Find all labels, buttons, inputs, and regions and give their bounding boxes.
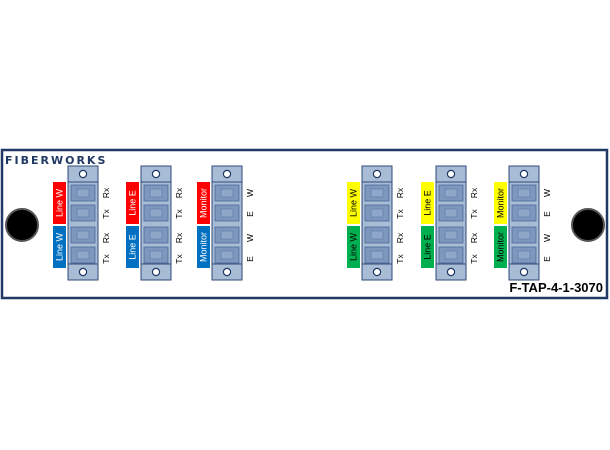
port-label: Tx <box>395 254 405 264</box>
tag-label: Line E <box>423 190 433 216</box>
port-ferrule-icon <box>149 188 163 198</box>
part-number: F-TAP-4-1-3070 <box>509 280 603 295</box>
tag-label: Line E <box>128 190 138 216</box>
port-ferrule-icon <box>149 230 163 240</box>
tag-blue <box>126 226 139 268</box>
port-label: Tx <box>101 254 111 264</box>
port-ferrule-icon <box>370 208 384 218</box>
screw-icon <box>372 267 382 277</box>
port-ferrule-icon <box>149 250 163 260</box>
port-ferrule-icon <box>444 208 458 218</box>
tag-label: Line E <box>423 234 433 260</box>
tag-green <box>347 226 360 268</box>
port-ferrule-icon <box>76 230 90 240</box>
tag-label: Line W <box>55 232 65 261</box>
port-label: E <box>245 211 255 217</box>
port-label: Rx <box>101 232 111 243</box>
tag-red <box>53 182 66 224</box>
port-ferrule-icon <box>370 188 384 198</box>
port-ferrule-icon <box>370 250 384 260</box>
tag-label: Monitor <box>199 188 209 218</box>
screw-icon <box>222 169 232 179</box>
screw-icon <box>222 267 232 277</box>
tag-red <box>197 182 210 224</box>
mounting-hole-left <box>5 208 39 242</box>
screw-icon <box>446 267 456 277</box>
port-ferrule-icon <box>220 208 234 218</box>
tag-yellow <box>421 182 434 224</box>
port-label: E <box>542 211 552 217</box>
port-ferrule-icon <box>370 230 384 240</box>
port-label: Tx <box>174 254 184 264</box>
tag-blue <box>197 226 210 268</box>
tag-label: Line W <box>349 232 359 261</box>
screw-icon <box>78 169 88 179</box>
port-ferrule-icon <box>76 208 90 218</box>
port-ferrule-icon <box>220 250 234 260</box>
port-ferrule-icon <box>444 230 458 240</box>
screw-icon <box>519 267 529 277</box>
port-label: Rx <box>469 187 479 198</box>
port-label: Rx <box>395 187 405 198</box>
port-label: Tx <box>469 209 479 219</box>
port-label: Rx <box>174 232 184 243</box>
tag-yellow <box>494 182 507 224</box>
port-label: Rx <box>174 187 184 198</box>
tag-label: Line E <box>128 234 138 260</box>
screw-icon <box>446 169 456 179</box>
screw-icon <box>78 267 88 277</box>
tag-green <box>494 226 507 268</box>
mounting-hole-right <box>571 208 605 242</box>
port-label: W <box>245 234 255 242</box>
port-ferrule-icon <box>517 250 531 260</box>
port-ferrule-icon <box>220 188 234 198</box>
tag-label: Monitor <box>496 232 506 262</box>
tag-label: Monitor <box>199 232 209 262</box>
port-label: E <box>245 256 255 262</box>
port-label: Tx <box>101 209 111 219</box>
screw-icon <box>151 169 161 179</box>
port-label: Rx <box>469 232 479 243</box>
port-label: W <box>542 189 552 197</box>
port-label: W <box>542 234 552 242</box>
screw-icon <box>372 169 382 179</box>
port-label: Tx <box>174 209 184 219</box>
port-ferrule-icon <box>444 188 458 198</box>
tag-green <box>421 226 434 268</box>
port-label: Rx <box>101 187 111 198</box>
port-label: Tx <box>395 209 405 219</box>
port-ferrule-icon <box>517 188 531 198</box>
screw-icon <box>151 267 161 277</box>
tag-label: Monitor <box>496 188 506 218</box>
port-label: E <box>542 256 552 262</box>
tag-label: Line W <box>55 188 65 217</box>
tag-blue <box>53 226 66 268</box>
port-label: Rx <box>395 232 405 243</box>
port-ferrule-icon <box>517 208 531 218</box>
port-label: Tx <box>469 254 479 264</box>
tag-label: Line W <box>349 188 359 217</box>
port-ferrule-icon <box>76 188 90 198</box>
tag-red <box>126 182 139 224</box>
tag-yellow <box>347 182 360 224</box>
port-ferrule-icon <box>444 250 458 260</box>
screw-icon <box>519 169 529 179</box>
port-ferrule-icon <box>76 250 90 260</box>
port-ferrule-icon <box>517 230 531 240</box>
port-ferrule-icon <box>149 208 163 218</box>
port-ferrule-icon <box>220 230 234 240</box>
port-label: W <box>245 189 255 197</box>
brand-logo: FIBERWORKS <box>5 154 107 167</box>
